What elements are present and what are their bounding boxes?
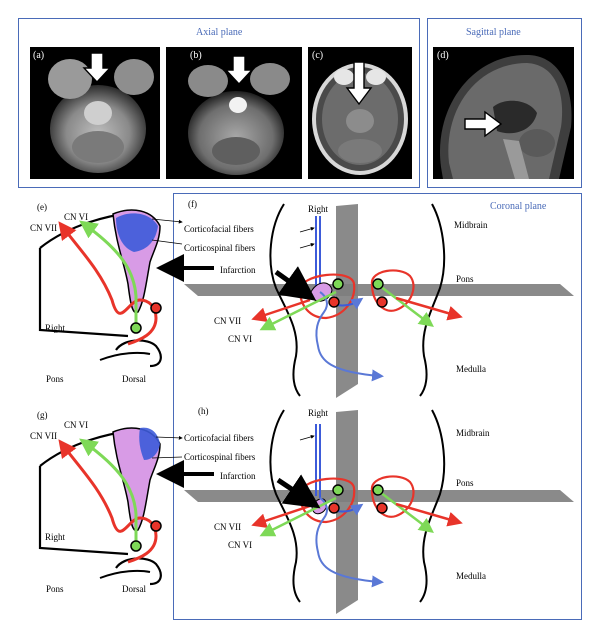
medulla-label-h: Medulla (456, 571, 486, 581)
infarction-label-g: Infarction (220, 471, 256, 481)
cn-vi-nucleus-g (131, 541, 141, 551)
cn-vi-nucleus-e (131, 323, 141, 333)
right-label-f: Right (308, 204, 329, 214)
cn-vii-nucleus-g (151, 521, 161, 531)
midbrain-label-h: Midbrain (456, 428, 490, 438)
cn-vi-label-f: CN VI (228, 334, 252, 344)
cn-vi-label-e: CN VI (64, 212, 88, 222)
corticospinal-label-g: Corticospinal fibers (184, 452, 256, 462)
infarction-label-e: Infarction (220, 265, 256, 275)
corticofacial-label-g: Corticofacial fibers (184, 433, 254, 443)
dorsal-label-e: Dorsal (122, 374, 146, 384)
mri-arrow-a (84, 53, 110, 82)
midbrain-label-f: Midbrain (454, 220, 488, 230)
pons-label-h: Pons (456, 478, 474, 488)
pons-label-f: Pons (456, 274, 474, 284)
corticospinal-label-e: Corticospinal fibers (184, 243, 256, 253)
mri-arrow-c (347, 62, 371, 104)
mri-arrow-d (465, 112, 501, 136)
right-label-h: Right (308, 408, 329, 418)
cn-vii-label-g: CN VII (30, 431, 57, 441)
mri-arrow-b (226, 56, 252, 84)
right-label-g: Right (45, 532, 66, 542)
pons-label-g: Pons (46, 584, 64, 594)
pons-label-e: Pons (46, 374, 64, 384)
cn-vii-label-f: CN VII (214, 316, 241, 326)
cn-vii-nucleus-e (151, 303, 161, 313)
corticofacial-label-e: Corticofacial fibers (184, 224, 254, 234)
cn-vi-label-h: CN VI (228, 540, 252, 550)
panel-label-f: (f) (188, 199, 197, 209)
right-label-e: Right (45, 323, 66, 333)
panel-label-e: (e) (37, 202, 47, 212)
cn-vii-label-e: CN VII (30, 223, 57, 233)
panel-label-h: (h) (198, 406, 209, 416)
pointer-corticofacial-g (156, 437, 182, 438)
cn-vii-label-h: CN VII (214, 522, 241, 532)
panel-label-g: (g) (37, 410, 48, 420)
dorsal-label-g: Dorsal (122, 584, 146, 594)
cn-vi-label-g: CN VI (64, 420, 88, 430)
medulla-label-f: Medulla (456, 364, 486, 374)
